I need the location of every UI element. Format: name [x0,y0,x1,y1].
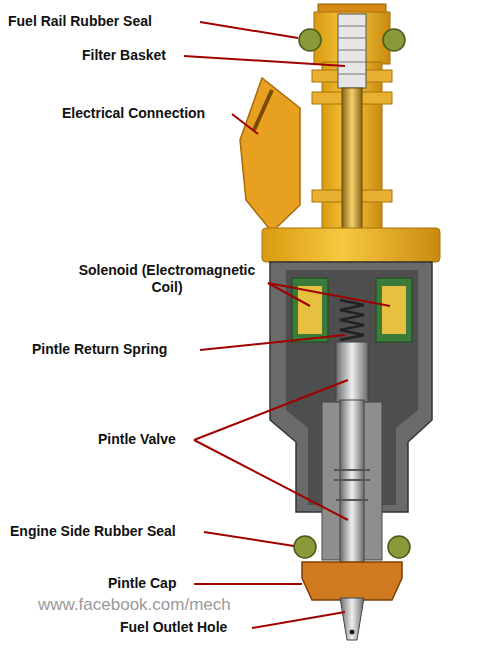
return-spring [340,300,364,340]
pintle-valve [340,400,364,570]
armature [336,342,368,402]
part-label: Pintle Valve [98,431,176,448]
leader-line [268,283,390,306]
coil-winding [382,286,406,334]
leader-line [200,335,345,350]
leader-line [204,532,294,546]
rubber-seal [383,29,405,51]
leader-line [184,56,345,66]
connector-housing [240,78,300,232]
leader-lines [184,22,390,628]
outlet-hole [350,630,355,635]
solenoid-coil [376,278,412,342]
part-label: Pintle Return Spring [32,341,167,358]
watermark: www.facebook.com/mech [38,595,231,614]
leader-line [194,583,302,585]
rubber-seal [388,536,410,558]
rubber-seal [294,536,316,558]
part-label: Filter Basket [82,47,166,64]
part-label: Pintle Cap [108,575,176,592]
leader-line [194,440,348,520]
housing-cut [286,270,418,505]
part-label: Electrical Connection [62,105,205,122]
part-label: Solenoid (Electromagnetic Coil) [74,262,260,296]
part-label: Fuel Rail Rubber Seal [8,13,152,30]
body-flange [262,228,440,262]
leader-line [232,114,258,134]
connector-pin [254,90,272,130]
leader-line [194,380,348,440]
pintle-cap [302,562,402,600]
leader-line [252,612,345,628]
pintle-detail [334,470,370,500]
part-label: Fuel Outlet Hole [120,619,227,636]
nozzle-tip [340,598,364,640]
leader-line [200,22,298,38]
filter-basket [338,14,366,88]
rubber-seal [299,29,321,51]
part-label: Engine Side Rubber Seal [10,523,176,540]
